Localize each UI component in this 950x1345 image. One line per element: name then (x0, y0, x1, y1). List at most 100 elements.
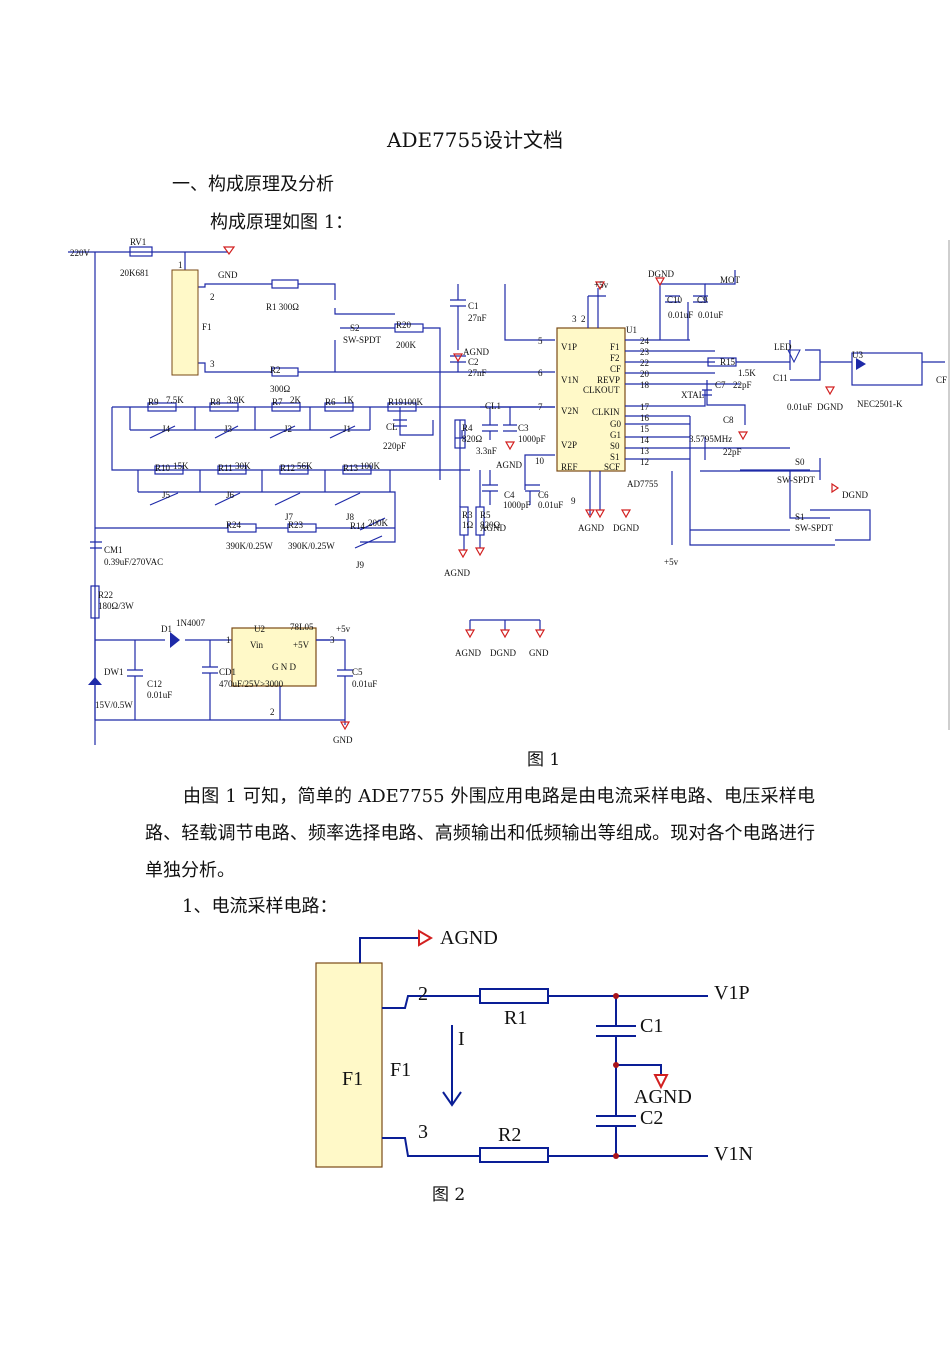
pin-18: 18 (640, 380, 650, 390)
page-title: ADE7755设计文档 (387, 128, 563, 152)
pin-3: 3 (210, 359, 215, 369)
label-current-i: I (458, 1028, 465, 1050)
label-c12-value: 0.01uF (147, 690, 172, 700)
label-agnd: AGND (463, 347, 489, 357)
label-led: LED (774, 342, 792, 352)
label-cd1-value: 470uF/25V>3000 (219, 679, 284, 689)
label-220v: 220V (70, 248, 91, 258)
label-r14: R14 (350, 521, 366, 531)
label-j8: J8 (346, 512, 355, 522)
label-u2-value: 78L05 (290, 622, 314, 632)
label-r8: R8 (210, 397, 221, 407)
label-rv1-value: 20K681 (120, 268, 149, 278)
pin-12: 12 (640, 457, 649, 467)
label-v1p: V1P (714, 982, 750, 1004)
label-c3-value: 1000pF (518, 434, 546, 444)
label-swspdt: SW-SPDT (343, 335, 382, 345)
pin-16: 16 (640, 413, 650, 423)
label-r20-value: 200K (396, 340, 417, 350)
label-c8: C8 (723, 415, 734, 425)
label-r23: R23 (288, 520, 304, 530)
label-r6: R6 (325, 397, 336, 407)
label-r10: R10 (155, 463, 171, 473)
pin-13: 13 (640, 446, 650, 456)
label-5v-bottom: +5v (664, 557, 679, 567)
label-r14-value: 200K (368, 518, 389, 528)
pin-cf: CF (610, 364, 621, 374)
label-swspdt-s0: SW-SPDT (777, 475, 816, 485)
label-r20: R20 (396, 320, 412, 330)
label-c7-value: 22pF (733, 380, 752, 390)
label-r1: R1 (504, 1007, 527, 1029)
label-xtal: XTAL (681, 390, 704, 400)
pin-u2-2: 2 (270, 707, 275, 717)
pin-v2p: V2P (561, 440, 577, 450)
label-cl: CL (386, 422, 398, 432)
label-r12: R12 (280, 463, 295, 473)
body-paragraph: 由图 1 可知，简单的 ADE7755 外围应用电路是由电流采样电路、电压采样电… (145, 786, 815, 881)
label-c1: C1 (468, 301, 479, 311)
label-r13: R13 (343, 463, 359, 473)
label-j7: J7 (285, 512, 294, 522)
label-mot: MOT (720, 275, 741, 285)
label-v1n: V1N (714, 1143, 753, 1165)
label-c9: C9 (697, 295, 708, 305)
label-r8-value: 3.9K (227, 395, 245, 405)
legend-gnd: GND (529, 648, 549, 658)
label-cl-value: 220pF (383, 441, 406, 451)
label-r5: R5 (480, 510, 491, 520)
pin-10: 10 (535, 456, 545, 466)
pin-u2-3: 3 (330, 635, 335, 645)
intro-text: 构成原理如图 1： (210, 212, 354, 233)
label-ad7755: AD7755 (627, 479, 658, 489)
pin-3b: 3 (572, 314, 577, 324)
label-c10: C10 (667, 295, 683, 305)
label-r5-value: 820Ω (480, 520, 501, 530)
label-rv1: RV1 (130, 237, 146, 247)
pin-23: 23 (640, 347, 650, 357)
label-r3-value: 1Ω (462, 520, 474, 530)
label-nec: NEC2501-K (857, 399, 903, 409)
label-c4-value: 1000pF (503, 500, 531, 510)
label-u2: U2 (254, 624, 265, 634)
label-r9-value: 7.5K (166, 395, 184, 405)
label-r2: R2 (270, 365, 281, 375)
label-c33: 3.3nF (476, 446, 497, 456)
label-r9: R9 (148, 397, 159, 407)
pin-14: 14 (640, 435, 650, 445)
label-d1: D1 (161, 624, 172, 634)
label-cd1: CD1 (219, 667, 236, 677)
pin-v1p: V1P (561, 342, 577, 352)
label-c1-value: 27nF (468, 313, 487, 323)
subsection-heading: 1、电流采样电路： (182, 896, 338, 917)
label-r24: R24 (226, 520, 242, 530)
label-r19: R19100K (388, 397, 424, 407)
label-j1: J1 (343, 424, 351, 434)
label-j6: J6 (226, 490, 235, 500)
label-c12: C12 (147, 679, 162, 689)
label-r11: R11 (218, 463, 233, 473)
label-c6-value: 0.01uF (538, 500, 563, 510)
label-c10-value: 0.01uF (668, 310, 693, 320)
label-agnd-u1: AGND (578, 523, 604, 533)
label-u1: U1 (626, 325, 637, 335)
label-c11: C11 (773, 373, 788, 383)
section-heading: 一、构成原理及分析 (172, 174, 334, 195)
label-c9-value: 0.01uF (698, 310, 723, 320)
label-r22: R22 (98, 590, 113, 600)
label-c1: C1 (640, 1015, 663, 1037)
label-r15: R15 (720, 357, 736, 367)
label-j4: J4 (162, 424, 171, 434)
pin-g0: G0 (610, 419, 621, 429)
pin-s1: S1 (610, 452, 620, 462)
legend-agnd: AGND (455, 648, 481, 658)
label-u3: U3 (852, 350, 863, 360)
label-r23-value: 390K/0.25W (288, 541, 335, 551)
label-c2-value: 27nF (468, 368, 487, 378)
label-dgnd-top: DGND (648, 269, 674, 279)
pin-15: 15 (640, 424, 650, 434)
label-r2: R2 (498, 1124, 521, 1146)
label-s0: S0 (795, 457, 805, 467)
pin-17: 17 (640, 402, 650, 412)
label-cl1: CL1 (485, 401, 501, 411)
